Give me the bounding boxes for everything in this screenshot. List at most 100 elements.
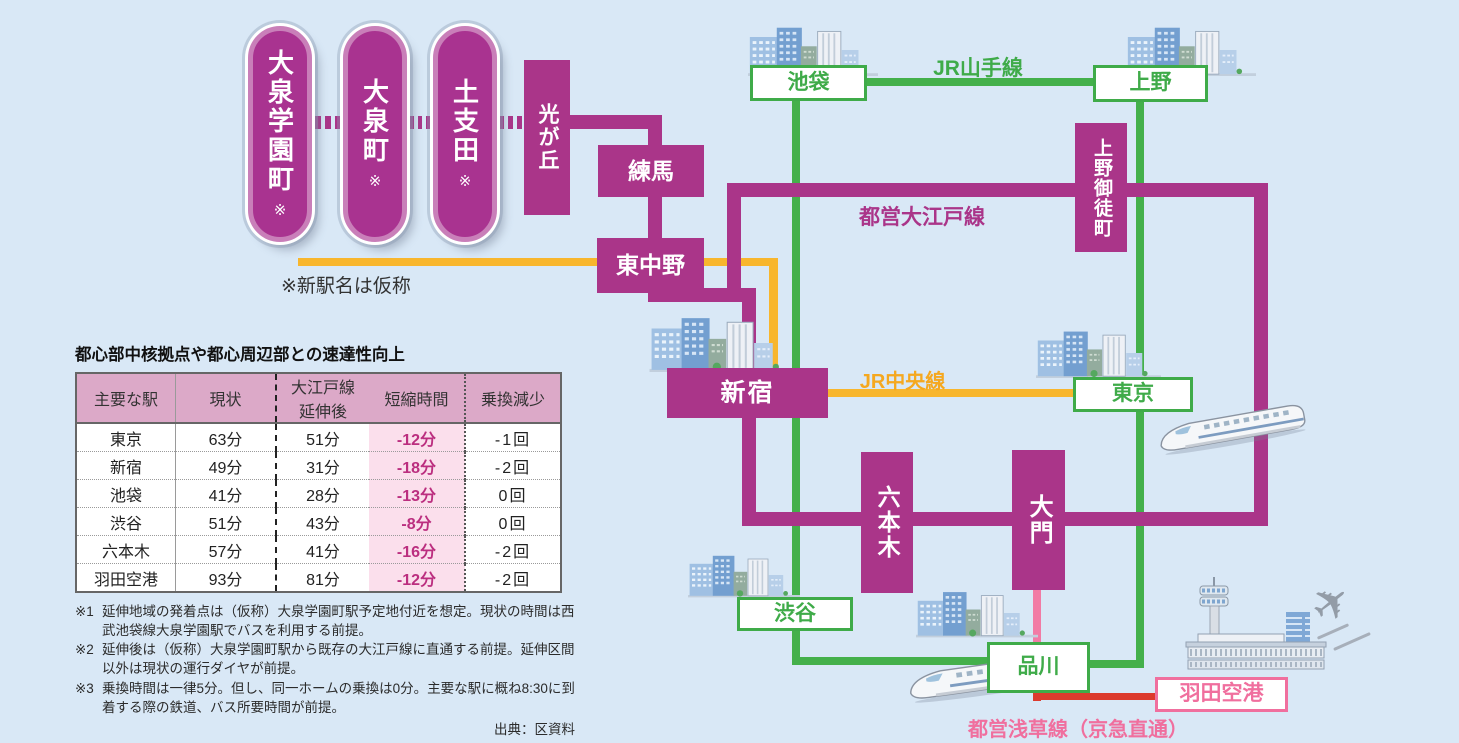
cell-after: 28分 bbox=[275, 479, 369, 508]
cell-transfers: -2回 bbox=[464, 451, 561, 480]
chuo-line-vertical-to-shinjuku bbox=[769, 258, 778, 370]
col-header-time-saved: 短縮時間 bbox=[369, 373, 465, 424]
city-icon-shibuya bbox=[688, 552, 800, 598]
footnote-text: 乗換時間は一律5分。但し、同一ホームの乗換は0分。主要な駅に概ね8:30に到着す… bbox=[102, 680, 575, 715]
col-header-transfer-reduction: 乗換減少 bbox=[464, 373, 561, 424]
cell-current: 93分 bbox=[175, 563, 276, 592]
oedo-line-north-riser bbox=[727, 183, 741, 302]
airplane-speed-line bbox=[1333, 631, 1371, 652]
table-row: 東京 63分 51分 -12分 -1回 bbox=[76, 422, 561, 452]
dashed-connector bbox=[409, 116, 432, 129]
travel-time-panel: 都心部中核拠点や都心周辺部との速達性向上 主要な駅 現状 大江戸線 延伸後 短縮… bbox=[75, 341, 575, 739]
cell-station: 池袋 bbox=[76, 479, 176, 508]
cell-current: 49分 bbox=[175, 451, 276, 480]
daimon-shinagawa-link bbox=[1033, 589, 1041, 644]
station-box-roppongi: 六本木 bbox=[861, 452, 913, 593]
asakusa-line-label: 都営浅草線（京急直通） bbox=[968, 719, 1188, 741]
cell-transfers: -2回 bbox=[464, 563, 561, 592]
new-station-name: 土支田 bbox=[449, 78, 480, 165]
dashed-connector bbox=[315, 116, 341, 129]
cell-after: 31分 bbox=[275, 451, 369, 480]
chuo-line-west-horizontal bbox=[298, 258, 778, 266]
yamanote-line-ikebukuro-ueno bbox=[860, 78, 1100, 86]
footnotes: ※1 延伸地域の発着点は（仮称）大泉学園町駅予定地付近を想定。現状の時間は西武池… bbox=[75, 602, 575, 739]
footnote-text: 延伸後は（仮称）大泉学園町駅から既存の大江戸線に直通する前提。延伸区間以外は現状… bbox=[102, 642, 575, 677]
new-station-note: ※新駅名は仮称 bbox=[281, 276, 411, 297]
asakusa-line-to-haneda bbox=[1033, 693, 1158, 700]
source-credit: 出典：区資料 bbox=[494, 721, 575, 737]
cell-current: 57分 bbox=[175, 535, 276, 564]
cell-current: 41分 bbox=[175, 479, 276, 508]
new-station-name: 大泉町 bbox=[359, 78, 390, 165]
station-box-haneda-airport: 羽田空港 bbox=[1155, 677, 1288, 712]
station-box-nerima: 練馬 bbox=[598, 145, 704, 197]
station-box-shinjuku: 新宿 bbox=[667, 368, 828, 418]
cell-current: 63分 bbox=[175, 422, 276, 452]
col-header-station: 主要な駅 bbox=[76, 373, 176, 424]
cell-station: 新宿 bbox=[76, 451, 176, 480]
station-box-ueno-okachimachi: 上野御徒町 bbox=[1075, 123, 1127, 252]
table-row: 羽田空港 93分 81分 -12分 -2回 bbox=[76, 563, 561, 592]
table-row: 池袋 41分 28分 -13分 0回 bbox=[76, 479, 561, 508]
tentative-mark: ※ bbox=[368, 173, 382, 190]
col-header-current: 現状 bbox=[175, 373, 276, 424]
cell-saved: -12分 bbox=[369, 422, 465, 452]
oedo-line-label: 都営大江戸線 bbox=[859, 206, 985, 229]
cell-transfers: 0回 bbox=[464, 479, 561, 508]
cell-station: 六本木 bbox=[76, 535, 176, 564]
cell-station: 東京 bbox=[76, 422, 176, 452]
oedo-line-hikarigaoka-bar bbox=[560, 115, 662, 129]
cell-after: 51分 bbox=[275, 422, 369, 452]
new-station-capsule-doshida: 土支田 ※ bbox=[433, 26, 497, 242]
chuo-line-shinjuku-tokyo bbox=[826, 389, 1076, 397]
yamanote-line-west-to-shinagawa bbox=[792, 657, 992, 665]
cell-transfers: -1回 bbox=[464, 422, 561, 452]
footnote: ※3 乗換時間は一律5分。但し、同一ホームの乗換は0分。主要な駅に概ね8:30に… bbox=[75, 679, 575, 717]
station-box-higashi-nakano: 東中野 bbox=[597, 238, 704, 293]
col-header-after-extension: 大江戸線 延伸後 bbox=[275, 373, 369, 424]
station-box-ikebukuro: 池袋 bbox=[750, 65, 867, 101]
oedo-line-bottom-bar bbox=[742, 512, 1268, 526]
cell-saved: -8分 bbox=[369, 507, 465, 536]
new-station-capsule-oizumimachi: 大泉町 ※ bbox=[343, 26, 407, 242]
yamanote-line-east-to-shinagawa bbox=[1078, 660, 1144, 668]
table-title: 都心部中核拠点や都心周辺部との速達性向上 bbox=[75, 346, 405, 364]
station-box-shibuya: 渋谷 bbox=[737, 597, 853, 631]
cell-current: 51分 bbox=[175, 507, 276, 536]
table-row: 新宿 49分 31分 -18分 -2回 bbox=[76, 451, 561, 480]
oedo-line-right-vertical bbox=[1254, 183, 1268, 526]
cell-saved: -16分 bbox=[369, 535, 465, 564]
station-box-tokyo: 東京 bbox=[1073, 377, 1193, 412]
cell-saved: -13分 bbox=[369, 479, 465, 508]
tentative-mark: ※ bbox=[458, 173, 472, 190]
footnote-text: 延伸地域の発着点は（仮称）大泉学園町駅予定地付近を想定。現状の時間は西武池袋線大… bbox=[102, 604, 575, 639]
new-station-capsule-oizumigakuencho: 大泉学園町 ※ bbox=[248, 26, 312, 242]
city-icon-shinagawa bbox=[916, 588, 1038, 638]
cell-after: 41分 bbox=[275, 535, 369, 564]
table-row: 六本木 57分 41分 -16分 -2回 bbox=[76, 535, 561, 564]
cell-transfers: 0回 bbox=[464, 507, 561, 536]
travel-time-table: 主要な駅 現状 大江戸線 延伸後 短縮時間 乗換減少 東京 63分 51分 -1… bbox=[75, 372, 562, 593]
table-row: 渋谷 51分 43分 -8分 0回 bbox=[76, 507, 561, 536]
station-box-daimon: 大門 bbox=[1012, 450, 1065, 590]
cell-saved: -12分 bbox=[369, 563, 465, 592]
footnote: ※2 延伸後は（仮称）大泉学園町駅から既存の大江戸線に直通する前提。延伸区間以外… bbox=[75, 640, 575, 678]
city-icon-tokyo bbox=[1036, 328, 1161, 378]
cell-saved: -18分 bbox=[369, 451, 465, 480]
station-box-shinagawa: 品川 bbox=[987, 642, 1090, 693]
cell-station: 渋谷 bbox=[76, 507, 176, 536]
city-icon-shinjuku bbox=[646, 314, 798, 372]
cell-after: 43分 bbox=[275, 507, 369, 536]
station-box-hikarigaoka: 光が丘 bbox=[524, 60, 570, 215]
chuo-line-label: JR中央線 bbox=[859, 371, 946, 393]
station-box-ueno: 上野 bbox=[1093, 65, 1208, 102]
footnote-mark: ※2 bbox=[75, 642, 94, 658]
cell-transfers: -2回 bbox=[464, 535, 561, 564]
footnote-mark: ※1 bbox=[75, 604, 94, 619]
footnote: ※1 延伸地域の発着点は（仮称）大泉学園町駅予定地付近を想定。現状の時間は西武池… bbox=[75, 602, 575, 640]
oedo-line-top-bar bbox=[727, 183, 1268, 197]
footnote-mark: ※3 bbox=[75, 680, 94, 696]
new-station-name: 大泉学園町 bbox=[264, 49, 295, 194]
dashed-connector bbox=[499, 116, 522, 129]
